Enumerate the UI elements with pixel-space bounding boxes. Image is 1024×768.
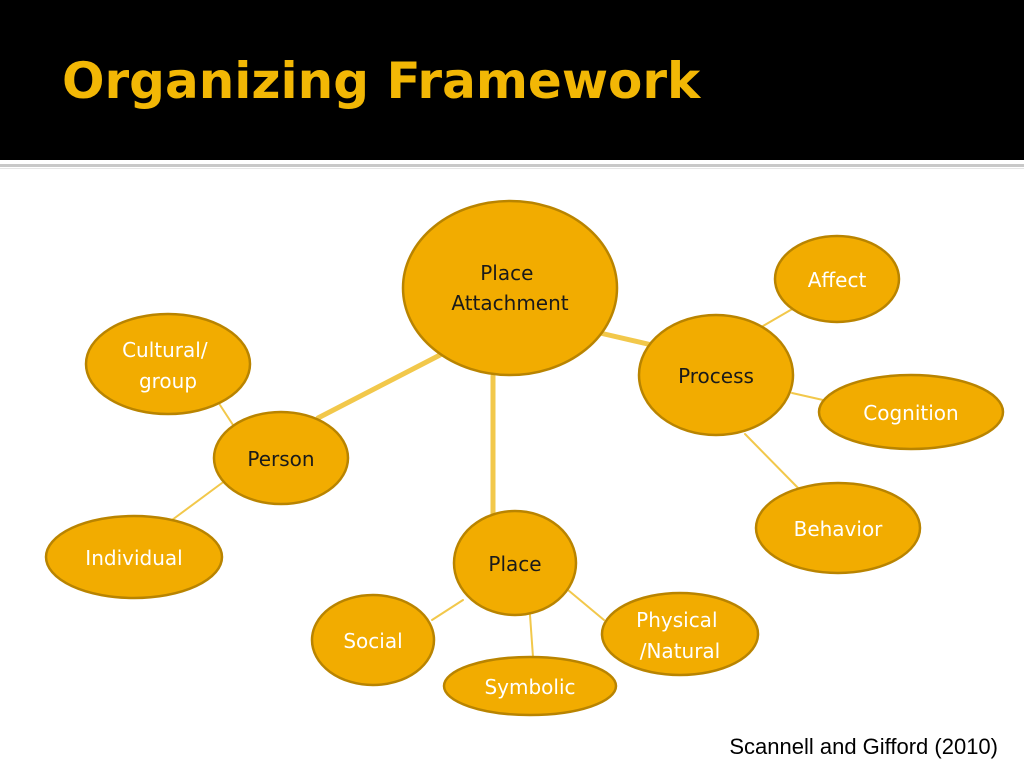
connector-place-physical (567, 589, 605, 621)
node-label-line: Attachment (451, 291, 568, 315)
node-behavior: Behavior (754, 481, 922, 575)
node-cognition-shape (817, 373, 1005, 451)
node-person-label: Person (247, 447, 314, 471)
connector-person-cultural (219, 404, 236, 429)
node-individual-shape (44, 514, 224, 600)
node-physical-natural-shape (600, 591, 760, 677)
node-person-shape (212, 410, 350, 506)
connector-process-affect (762, 307, 795, 327)
node-label-line: Place (488, 552, 541, 576)
node-symbolic-shape (442, 655, 618, 717)
node-label-line: Social (343, 629, 402, 653)
node-process-label: Process (678, 364, 754, 388)
title-divider (0, 164, 1024, 167)
node-label-line: Process (678, 364, 754, 388)
node-individual-label: Individual (85, 546, 182, 570)
node-affect-label: Affect (808, 268, 867, 292)
connector-person-individual (171, 479, 227, 521)
node-cognition: Cognition (817, 373, 1005, 451)
node-label-line: Person (247, 447, 314, 471)
connector-process-cognition (791, 392, 824, 401)
node-cultural-group-label: Cultural/ group (122, 338, 214, 393)
node-cultural-group-shape (84, 312, 252, 416)
node-place-label: Place (488, 552, 541, 576)
connector-attachment-process (597, 330, 655, 348)
node-label-line: Cognition (863, 401, 958, 425)
slide-title: Organizing Framework (62, 52, 701, 110)
connector-process-behavior (744, 433, 803, 493)
title-bar (0, 0, 1024, 160)
node-place-attachment: Place Attachment (401, 199, 619, 377)
connectors (171, 307, 824, 658)
node-symbolic: Symbolic (442, 655, 618, 717)
node-label-line: Affect (808, 268, 867, 292)
citation: Scannell and Gifford (2010) (729, 734, 998, 759)
node-symbolic-label: Symbolic (484, 675, 575, 699)
node-label-line: group (139, 369, 197, 393)
node-physical-natural: Physical /Natural (600, 591, 760, 677)
node-process: Process (637, 313, 795, 437)
node-label-line: Place (480, 261, 533, 285)
node-process-shape (637, 313, 795, 437)
node-place-attachment-shape (401, 199, 619, 377)
node-person: Person (212, 410, 350, 506)
connector-attachment-person (315, 352, 443, 421)
node-affect-shape (773, 234, 901, 324)
connector-place-social (431, 599, 464, 621)
node-physical-natural-label: Physical /Natural (636, 608, 724, 663)
node-affect: Affect (773, 234, 901, 324)
connector-place-symbolic (529, 614, 534, 658)
node-social-shape (310, 593, 436, 687)
node-place: Place (452, 509, 578, 617)
node-behavior-shape (754, 481, 922, 575)
node-cultural-group: Cultural/ group (84, 312, 252, 416)
node-individual: Individual (44, 514, 224, 600)
node-label-line: Symbolic (484, 675, 575, 699)
node-label-line: Cultural/ (122, 338, 208, 362)
title-divider-shadow (0, 168, 1024, 169)
node-label-line: /Natural (640, 639, 721, 663)
node-place-attachment-label: Place Attachment (451, 261, 568, 315)
node-cognition-label: Cognition (863, 401, 958, 425)
node-social-label: Social (343, 629, 402, 653)
node-place-shape (452, 509, 578, 617)
node-behavior-label: Behavior (794, 517, 884, 541)
node-label-line: Physical (636, 608, 717, 632)
node-label-line: Behavior (794, 517, 884, 541)
node-label-line: Individual (85, 546, 182, 570)
node-social: Social (310, 593, 436, 687)
